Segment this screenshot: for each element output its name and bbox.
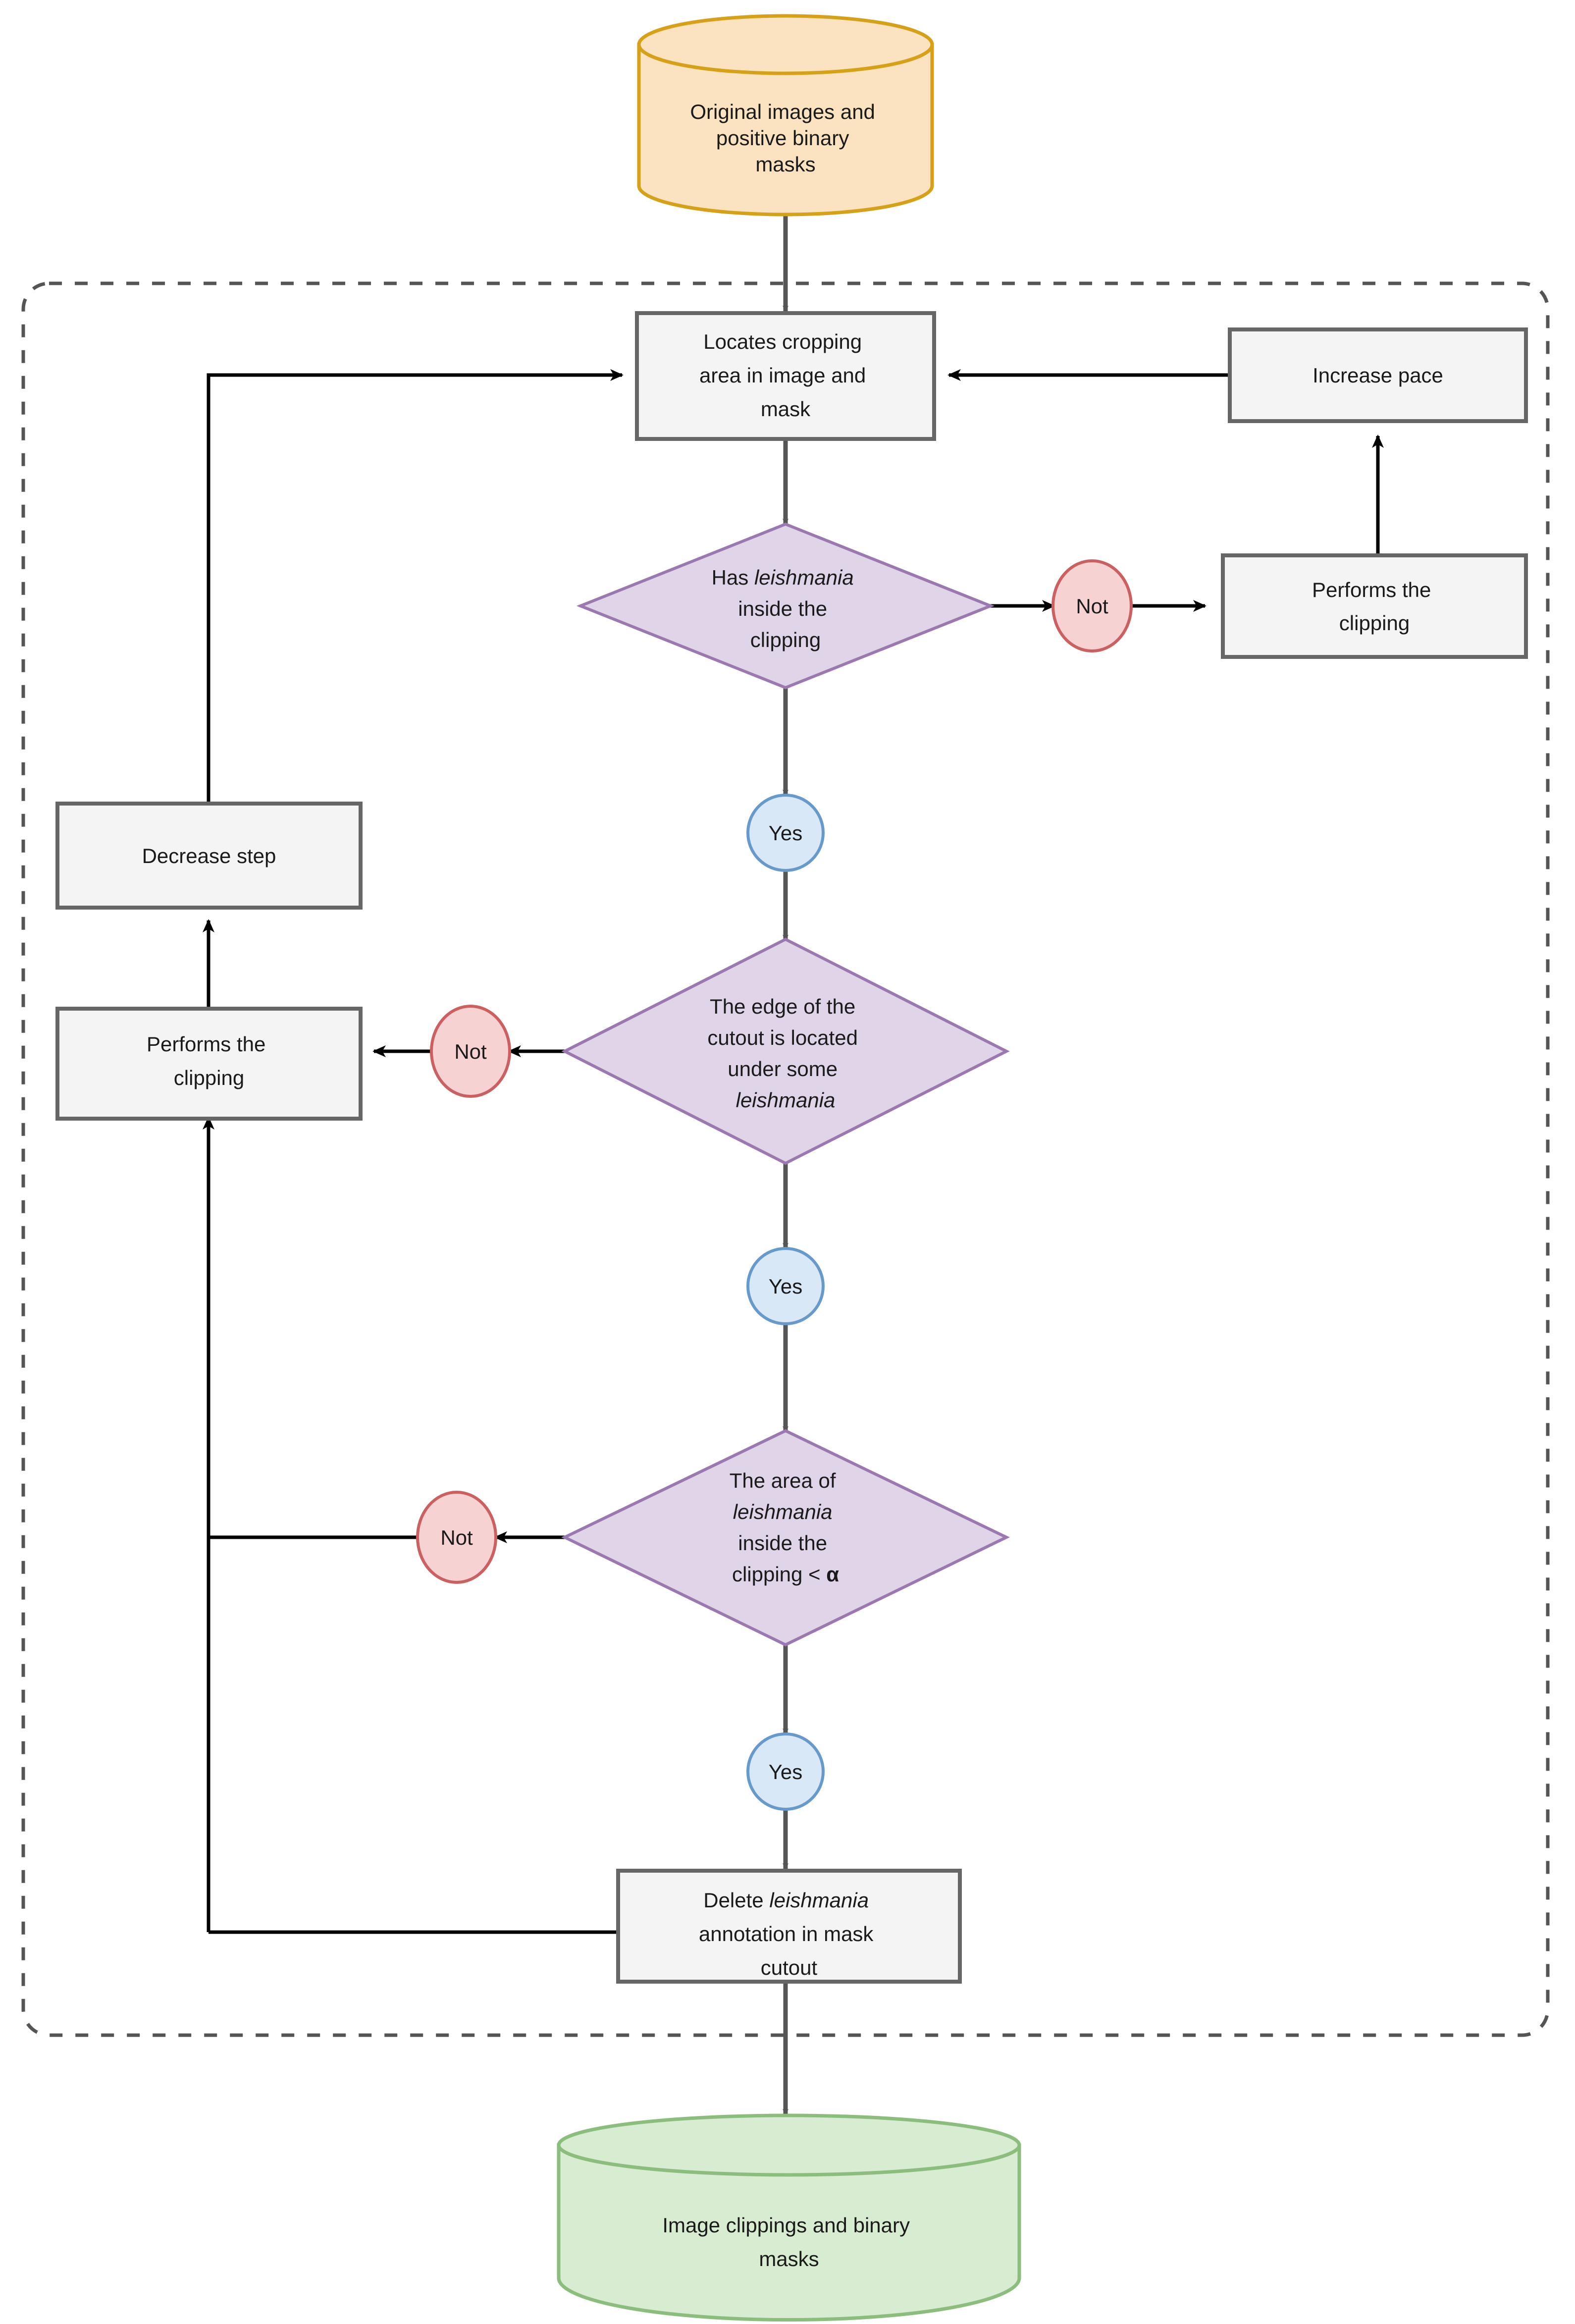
badge-not-1: Not — [1051, 559, 1133, 652]
not-3-ellipse — [416, 1491, 497, 1584]
decision-area-label: The area of leishmania inside the clippi… — [730, 1469, 841, 1586]
increase-pace-box — [1228, 327, 1528, 423]
locate-box-label: Locates cropping area in image and mask — [699, 330, 872, 421]
badge-yes-3: Yes — [746, 1732, 825, 1811]
node-increase-pace: Increase pace — [1228, 327, 1528, 423]
performs-clipping-right-box — [1221, 553, 1528, 659]
node-end-datastore: Image clippings and binary masks — [557, 2113, 1021, 2322]
end-datastore-label: Image clippings and binary masks — [662, 2214, 915, 2270]
yes-1-circle — [746, 794, 825, 872]
decrease-step-box — [55, 802, 363, 910]
loop-region-dashed-border — [21, 281, 1550, 2037]
node-delete-annotation: Delete leishmania annotation in mask cut… — [616, 1869, 962, 1984]
end-cylinder-top — [557, 2113, 1021, 2177]
badge-yes-2: Yes — [746, 1247, 825, 1325]
node-decision-has-leishmania: Has leishmania inside the clipping — [576, 522, 995, 690]
end-cylinder-body — [557, 2143, 1021, 2322]
locate-box — [635, 311, 936, 441]
start-cylinder-body — [637, 43, 934, 216]
node-decrease-step: Decrease step — [55, 802, 363, 910]
node-decision-area-less-alpha: The area of leishmania inside the clippi… — [561, 1429, 1010, 1647]
performs-clipping-left-box — [55, 1007, 363, 1121]
start-datastore-label: Original images and positive binary mask… — [690, 100, 881, 176]
not-1-ellipse — [1051, 559, 1133, 652]
not-1-label: Not — [1076, 595, 1108, 618]
yes-2-label: Yes — [769, 1275, 803, 1298]
yes-2-circle — [746, 1247, 825, 1325]
performs-clipping-right-label: Performs the clipping — [1312, 578, 1437, 635]
delete-annotation-label: Delete leishmania annotation in mask cut… — [699, 1889, 879, 1979]
node-decision-edge-under-leishmania: The edge of the cutout is located under … — [561, 937, 1010, 1165]
edge-decrease-step-to-locate — [207, 369, 624, 804]
decision-area-diamond — [561, 1429, 1010, 1647]
not-2-label: Not — [454, 1040, 487, 1063]
decision-edge-diamond — [561, 937, 1010, 1165]
badge-not-2: Not — [430, 1005, 511, 1098]
start-cylinder-top — [637, 14, 934, 75]
node-locate-cropping-area: Locates cropping area in image and mask — [635, 311, 936, 441]
badge-yes-1: Yes — [746, 794, 825, 872]
yes-3-label: Yes — [769, 1760, 803, 1784]
increase-pace-label: Increase pace — [1312, 364, 1443, 387]
node-performs-clipping-left: Performs the clipping — [55, 1007, 363, 1121]
decision-has-label: Has leishmania inside the clipping — [712, 566, 860, 651]
decision-edge-label: The edge of the cutout is located under … — [707, 995, 863, 1112]
yes-3-circle — [746, 1732, 825, 1811]
decrease-step-label: Decrease step — [142, 844, 276, 867]
not-2-ellipse — [430, 1005, 511, 1098]
delete-annotation-box — [616, 1869, 962, 1984]
performs-clipping-left-label: Performs the clipping — [147, 1032, 271, 1089]
badge-not-3: Not — [416, 1491, 497, 1584]
node-performs-clipping-right: Performs the clipping — [1221, 553, 1528, 659]
decision-has-diamond — [576, 522, 995, 690]
node-start-datastore: Original images and positive binary mask… — [637, 14, 934, 216]
yes-1-label: Yes — [769, 821, 803, 845]
not-3-label: Not — [440, 1526, 473, 1549]
